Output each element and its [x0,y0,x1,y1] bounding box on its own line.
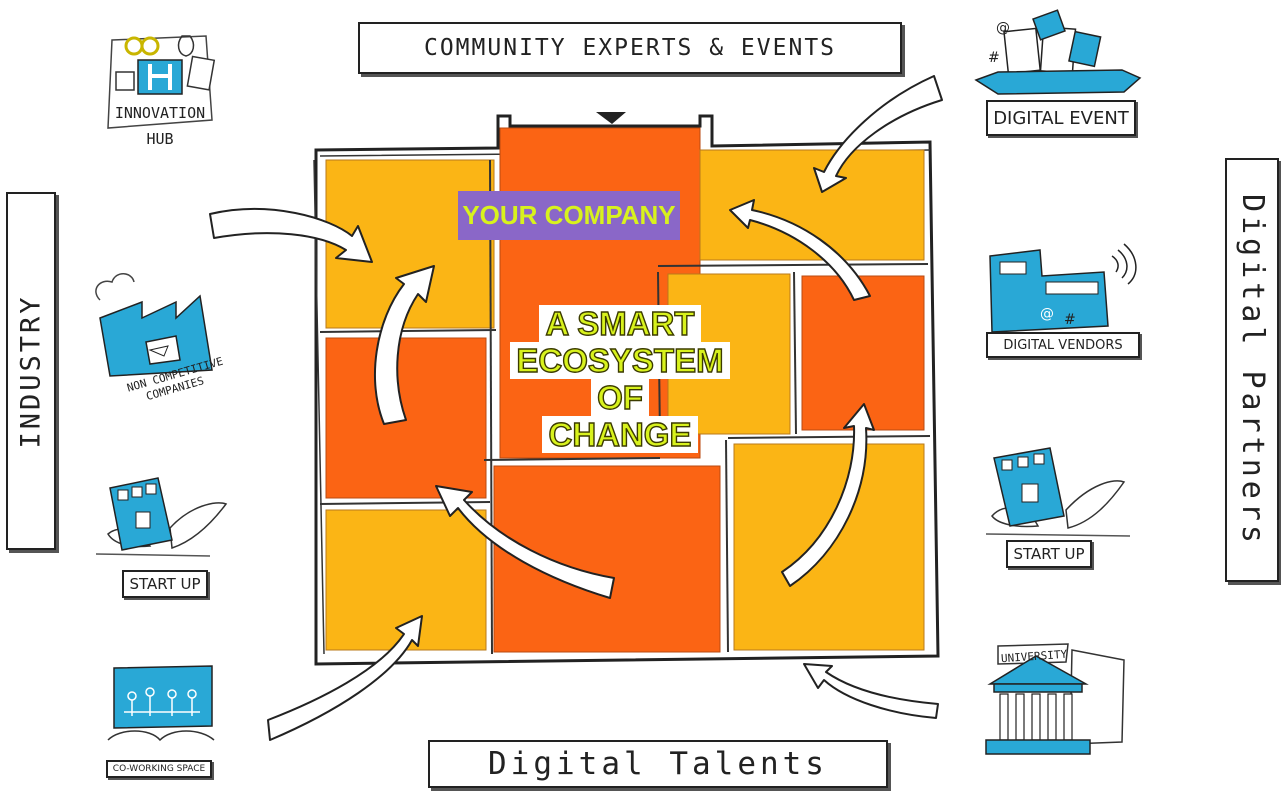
startup-left-badge: START UP [122,570,208,598]
innovation-hub-icon: INNOVATION HUB [107,35,216,148]
digital-vendors-icon: @ # [989,243,1137,333]
startup-right-badge: START UP [1006,540,1092,568]
svg-text:#: # [1064,312,1076,328]
center-title: A SMART ECOSYSTEM OF CHANGE [498,304,742,454]
top-banner: COMMUNITY EXPERTS & EVENTS [358,22,902,74]
top-banner-label: COMMUNITY EXPERTS & EVENTS [423,35,837,61]
arrow-right-up [781,403,875,587]
coworking-badge: CO-WORKING SPACE [106,760,212,778]
your-company-text: YOUR COMPANY [462,200,676,230]
startup-left-icon [95,477,228,557]
center-title-line-4: CHANGE [542,415,698,454]
coworking-label: CO-WORKING SPACE [112,764,206,774]
innovation-hub-label-2: HUB [146,130,173,148]
left-banner: INDUSTRY [6,192,56,550]
svg-text:@: @ [996,20,1010,36]
arrow-left-up [374,265,435,425]
factory-icon: NON COMPETITIVE COMPANIES [95,273,225,403]
digital-event-label: DIGITAL EVENT [993,107,1129,129]
bottom-banner: Digital Talents [428,740,888,788]
center-title-line-3: OF [591,378,649,417]
digital-vendors-label: DIGITAL VENDORS [1003,337,1123,353]
arrow-top-right-curve [729,199,871,301]
right-banner: Digital Partners [1225,158,1279,582]
right-banner-label: Digital Partners [1234,193,1270,547]
university-label: UNIVERSITY [1001,648,1068,666]
innovation-hub-label-1: INNOVATION [115,104,205,122]
your-company-label: YOUR COMPANY [458,191,680,240]
startup-right-label: START UP [1013,545,1085,563]
bottom-banner-label: Digital Talents [488,746,828,782]
arrow-industry-in [209,208,373,263]
startup-right-icon [985,447,1131,537]
svg-text:#: # [988,50,1000,66]
arrows [209,75,943,741]
arrow-bottom-center [435,485,615,599]
svg-text:@: @ [1040,306,1054,322]
left-banner-label: INDUSTRY [15,293,47,449]
startup-left-label: START UP [129,575,201,593]
digital-vendors-badge: DIGITAL VENDORS [986,332,1140,358]
center-title-line-2: ECOSYSTEM [510,341,730,380]
arrow-talents-in [267,615,423,741]
digital-event-badge: DIGITAL EVENT [986,100,1136,136]
floor-plan [313,112,940,666]
center-title-line-1: A SMART [539,304,701,343]
digital-event-icon: @ # [974,9,1142,95]
university-icon: UNIVERSITY [985,643,1125,755]
arrow-event-in [813,75,943,193]
arrow-university-in [803,663,939,719]
coworking-icon [107,665,215,742]
